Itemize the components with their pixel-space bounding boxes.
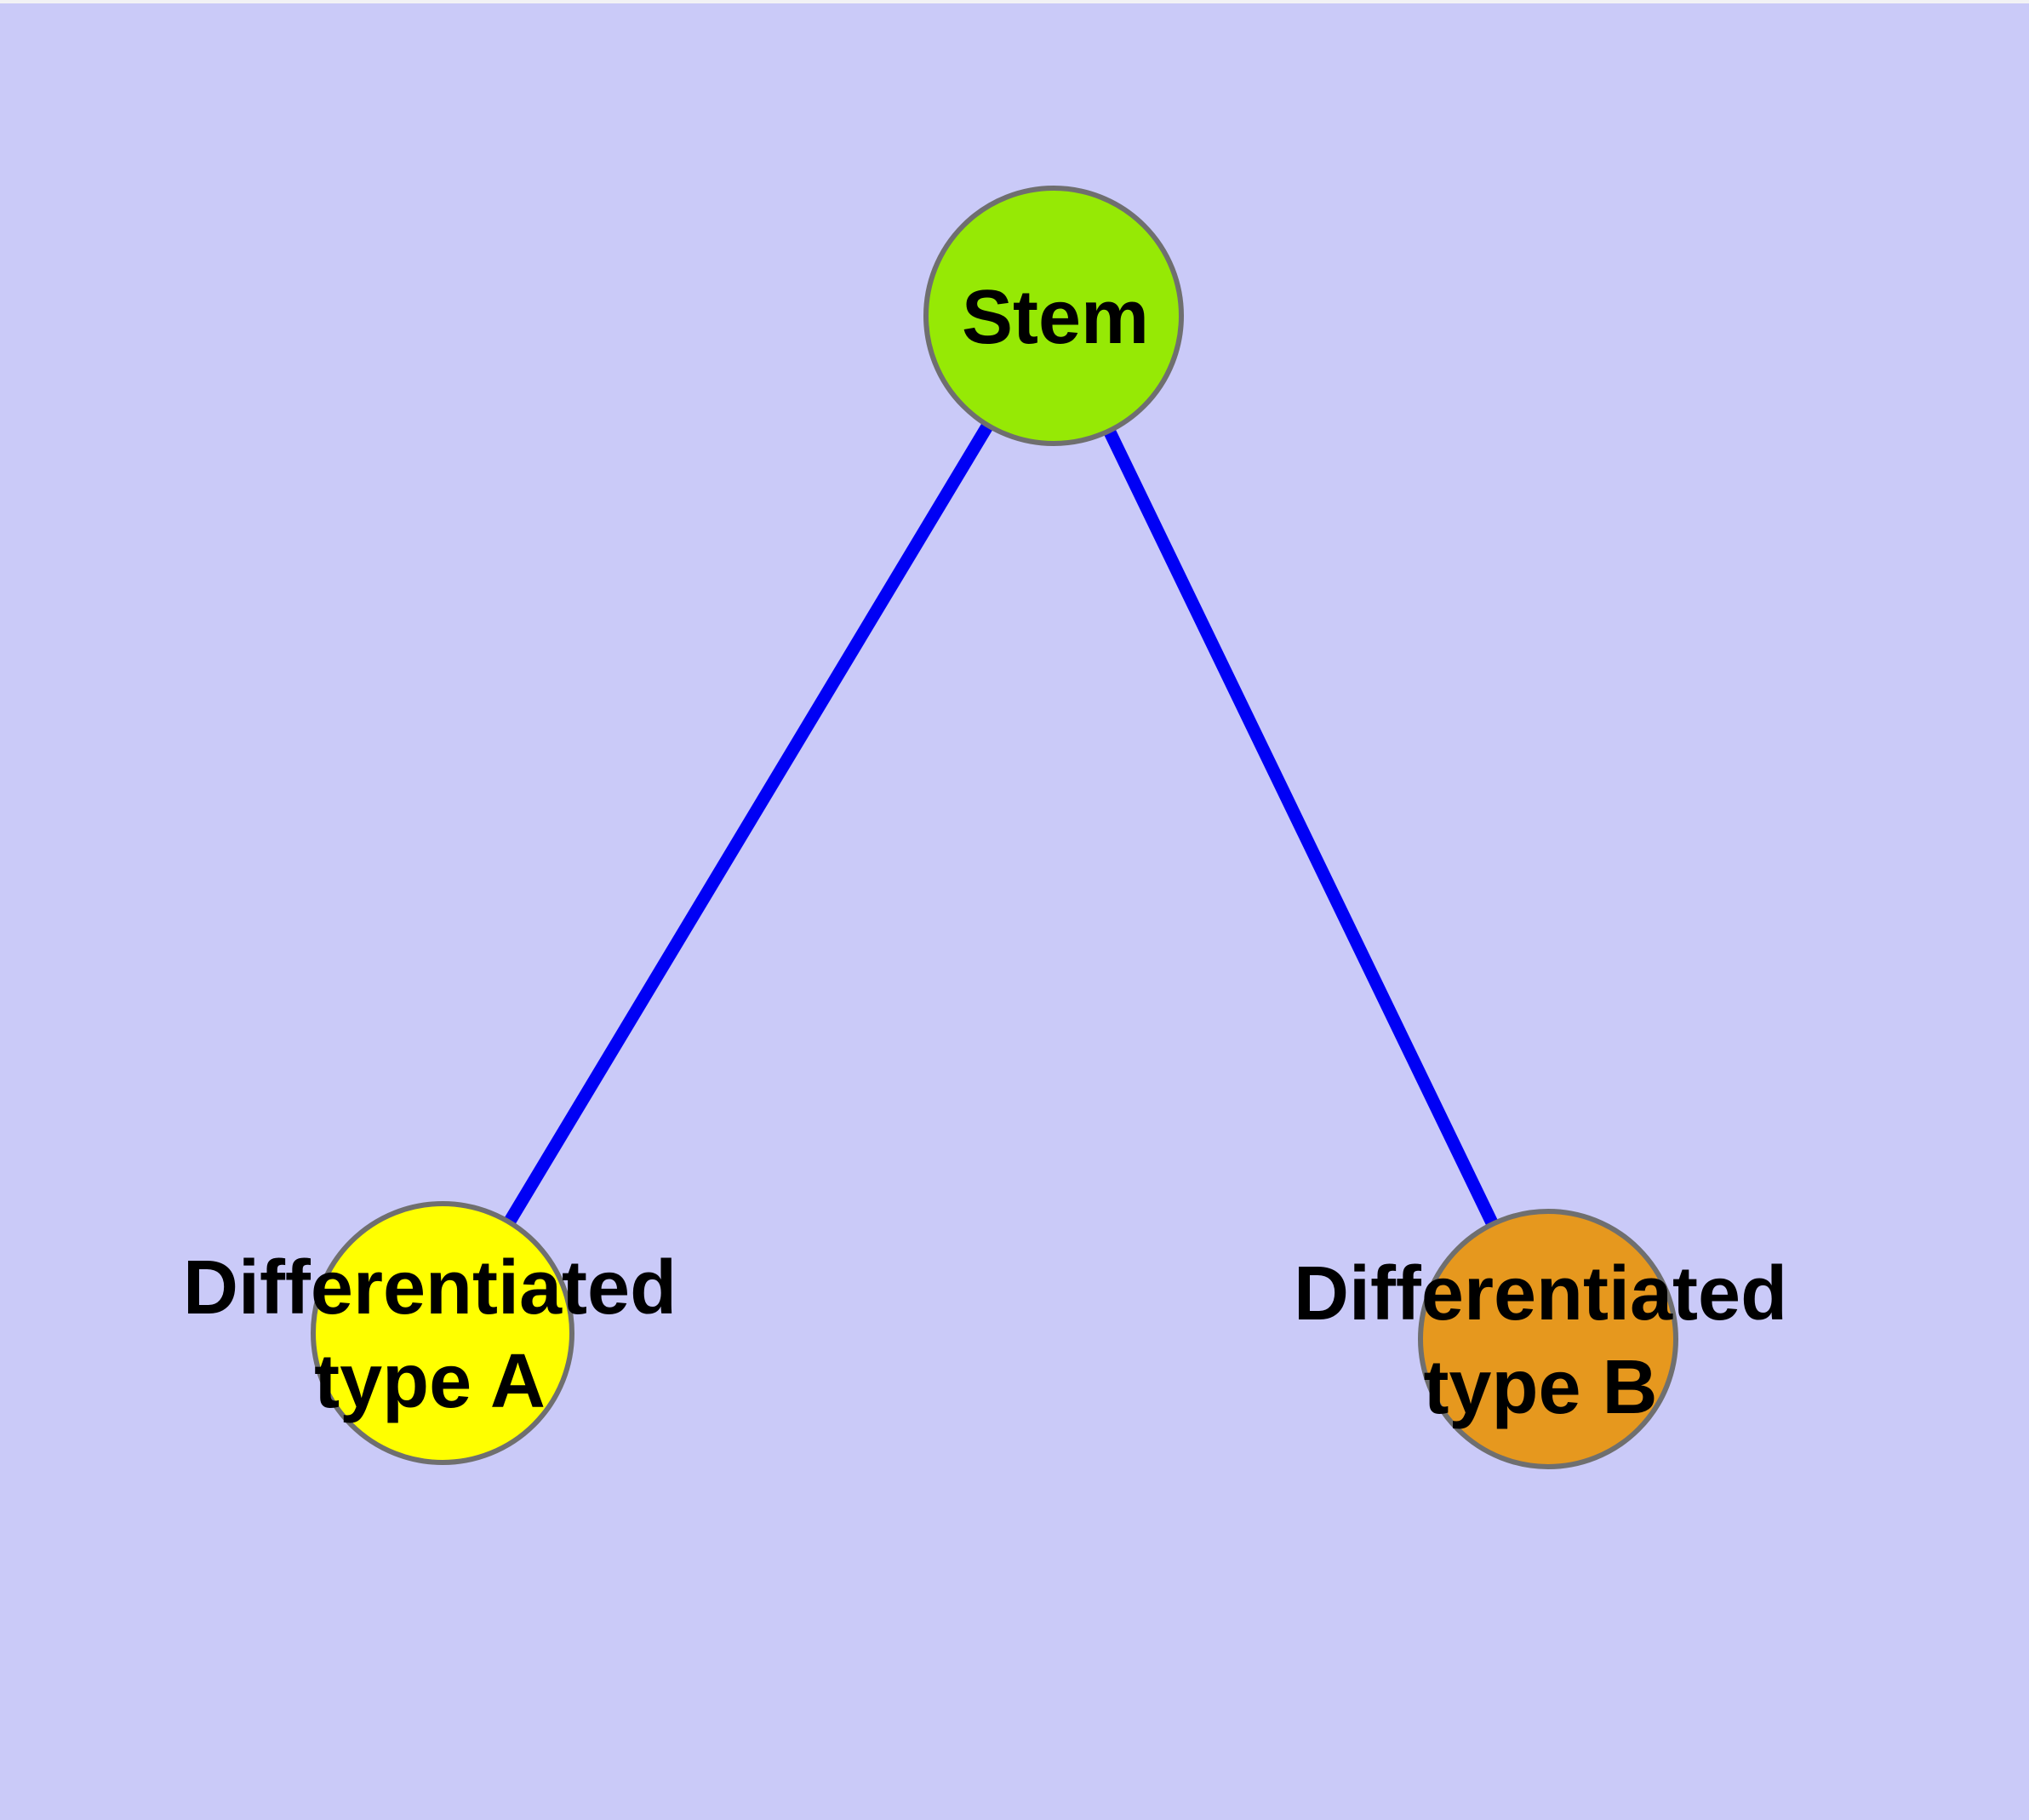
top-edge-highlight [0,0,2029,3]
node-differentiated-type-a [311,1201,574,1465]
node-differentiated-type-b [1418,1209,1678,1469]
edge-stem-to-type-b [1048,312,1554,1342]
edge-stem-to-type-a [437,312,1060,1336]
node-stem [923,186,1184,446]
